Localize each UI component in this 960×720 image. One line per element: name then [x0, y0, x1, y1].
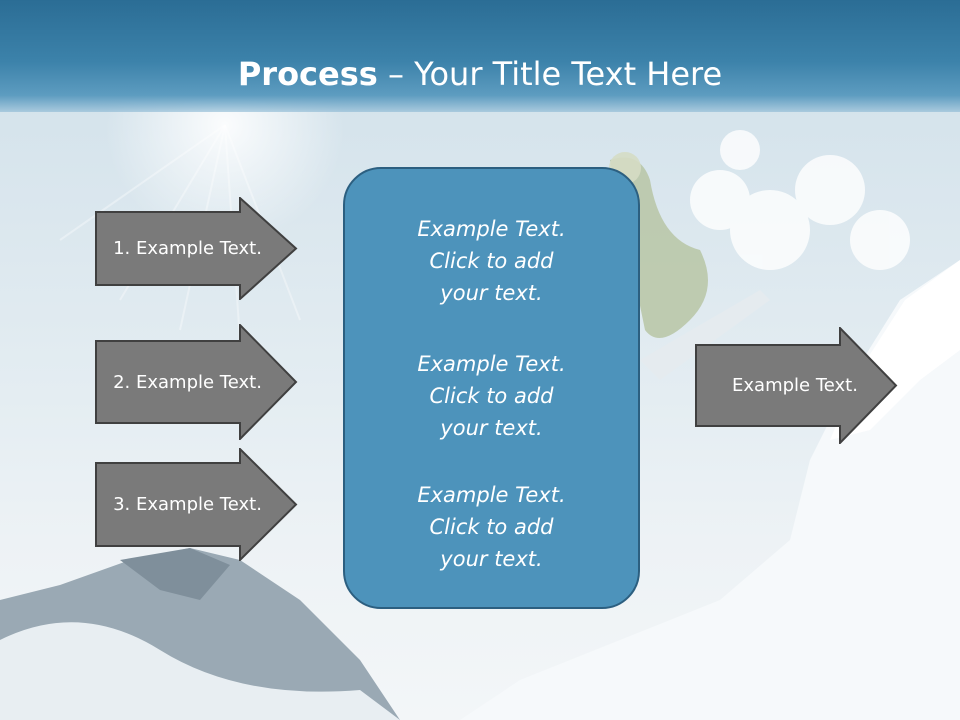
paragraph-line: your text. — [440, 416, 543, 440]
input-arrow-label: 1. Example Text. — [113, 238, 262, 259]
title-bar — [0, 0, 960, 112]
input-arrow-label: 3. Example Text. — [113, 494, 262, 515]
title-rest: – Your Title Text Here — [377, 55, 723, 93]
input-arrow-2[interactable]: 2. Example Text. — [95, 324, 300, 440]
center-paragraph-1: Example Text. Click to add your text. — [345, 213, 638, 309]
paragraph-line: Example Text. — [417, 483, 566, 507]
input-arrow-1[interactable]: 1. Example Text. — [95, 197, 300, 300]
output-arrow[interactable]: Example Text. — [695, 327, 900, 444]
input-arrow-label: 2. Example Text. — [113, 371, 262, 393]
output-arrow-label: Example Text. — [732, 375, 858, 396]
input-arrow-3[interactable]: 3. Example Text. — [95, 448, 300, 561]
center-text-box[interactable]: Example Text. Click to add your text. Ex… — [343, 167, 640, 609]
arrow-shape — [95, 448, 298, 561]
paragraph-line: your text. — [440, 281, 543, 305]
title-bold: Process — [237, 55, 378, 93]
center-paragraph-2: Example Text. Click to add your text. — [345, 348, 638, 444]
paragraph-line: your text. — [440, 547, 543, 571]
center-paragraph-3: Example Text. Click to add your text. — [345, 479, 638, 575]
arrow-shape — [95, 324, 298, 440]
paragraph-line: Click to add — [429, 384, 554, 408]
paragraph-line: Example Text. — [417, 352, 566, 376]
arrow-shape — [695, 327, 898, 444]
paragraph-line: Click to add — [429, 515, 554, 539]
page-title: Process – Your Title Text Here — [0, 52, 960, 96]
paragraph-line: Click to add — [429, 249, 554, 273]
paragraph-line: Example Text. — [417, 217, 566, 241]
arrow-shape — [95, 197, 298, 300]
